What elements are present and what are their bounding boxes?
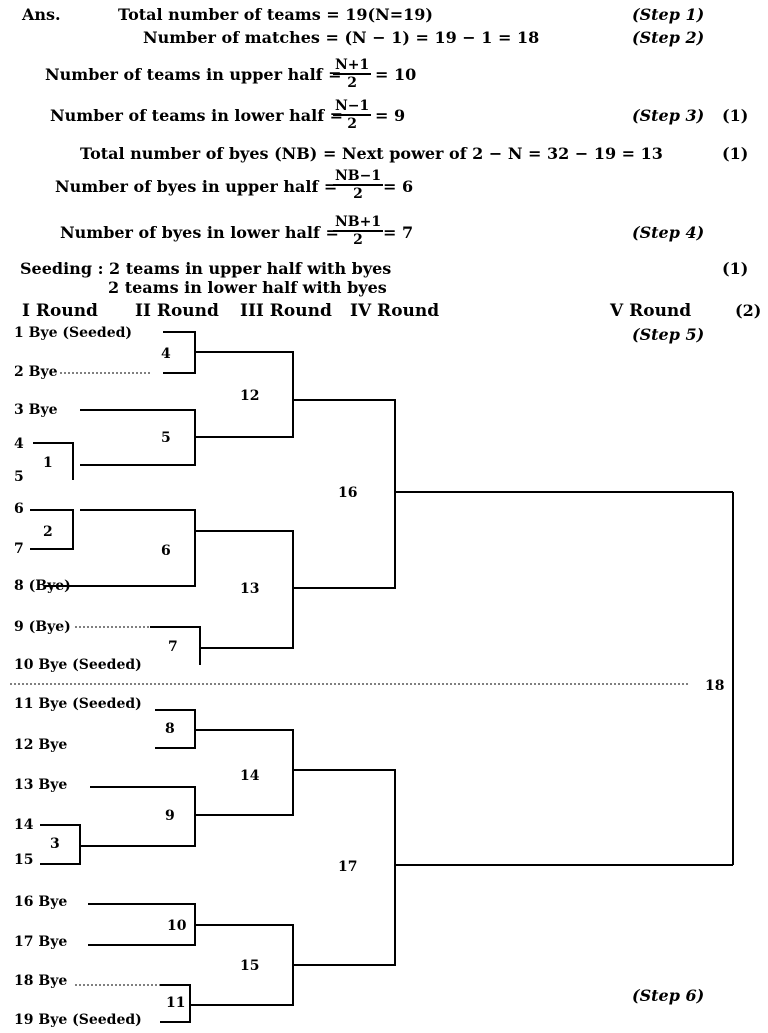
team-label: 9 (Bye) [14,619,71,635]
fraction-numerator: N−1 [333,98,372,116]
bracket-match-12 [195,351,294,438]
team-label: 12 Bye [14,737,68,753]
round-2-header: II Round [135,301,219,321]
match-number: 2 [43,524,53,540]
step-3-label: (Step 3) [632,106,705,125]
upper-teams-label: Number of teams in upper half = [45,65,342,84]
match-number: 10 [167,918,187,934]
step-6-label: (Step 6) [632,986,705,1005]
total-byes-line: Total number of byes (NB) = Next power o… [80,144,663,163]
upper-byes-label: Number of byes in upper half = [55,177,338,196]
fraction-numerator: NB−1 [333,168,384,186]
step-1-label: (Step 1) [632,5,705,24]
team-label: 14 [14,817,34,833]
fraction-denominator: 2 [347,116,358,132]
fraction-numerator: N+1 [333,57,372,75]
match-number: 9 [165,808,175,824]
bracket-match-5 [80,409,196,466]
team-label: 7 [14,541,24,557]
match-number: 8 [165,721,175,737]
match-number: 4 [161,346,171,362]
team-label: 19 Bye (Seeded) [14,1012,142,1028]
lower-byes-value: = 7 [383,223,414,242]
round-5-header: V Round [610,301,692,321]
fraction-denominator: 2 [347,75,358,91]
lower-teams-fraction: N−1 2 [333,98,372,132]
fraction-denominator: 2 [353,186,363,202]
upper-teams-value: = 10 [375,65,417,84]
team-label: 8 (Bye) [14,578,71,594]
lower-teams-value: = 9 [375,106,406,125]
round-3-header: III Round [240,301,332,321]
bracket-match-9 [80,786,196,847]
bracket-match-13 [195,530,294,649]
mark-3: (1) [722,259,749,278]
bracket-match-11 [160,984,191,1023]
team-label: 15 [14,852,34,868]
bracket-match-3 [40,824,81,865]
bracket-match-2 [30,509,74,550]
mark-1: (1) [722,106,749,125]
lower-byes-label: Number of byes in lower half = [60,223,339,242]
team-label: 16 Bye [14,894,68,910]
match-number: 1 [43,455,53,471]
step-5-label: (Step 5) [632,325,705,344]
step-4-label: (Step 4) [632,223,705,242]
team-label: 11 Bye (Seeded) [14,696,142,712]
lower-teams-label: Number of teams in lower half = [50,106,344,125]
team-label: 13 Bye [14,777,68,793]
mark-4: (2) [735,301,762,320]
upper-byes-fraction: NB−1 2 [333,168,384,202]
bracket-match-7 [150,626,201,665]
lower-byes-fraction: NB+1 2 [333,214,384,248]
match-number: 7 [168,639,178,655]
bracket-match-6 [45,509,196,587]
team-label: 3 Bye [14,402,58,418]
mark-2: (1) [722,144,749,163]
bracket-match-14 [195,729,294,816]
seeding-line-2: 2 teams in lower half with byes [108,278,387,297]
fraction-numerator: NB+1 [333,214,384,232]
round-4-header: IV Round [350,301,440,321]
match-number: 11 [166,995,186,1011]
team-label: 2 Bye [14,364,58,380]
match-number: 12 [240,388,260,404]
match-number: 15 [240,958,260,974]
team-label: 5 [14,469,24,485]
match-number: 16 [338,485,358,501]
team-label: 18 Bye [14,973,68,989]
match-number: 6 [161,543,171,559]
bracket-match-17 [293,769,396,966]
match-number: 5 [161,430,171,446]
team-label: 6 [14,501,24,517]
match-number: 3 [50,836,60,852]
seeding-line-1: Seeding : 2 teams in upper half with bye… [20,259,392,278]
match-number: 17 [338,859,358,875]
matches-line: Number of matches = (N − 1) = 19 − 1 = 1… [143,28,540,47]
team-label: 17 Bye [14,934,68,950]
bracket-match-1 [33,442,74,465]
team-label: 10 Bye (Seeded) [14,657,142,673]
step-2-label: (Step 2) [632,28,705,47]
team-label: 4 [14,436,24,452]
match-number: 13 [240,581,260,597]
answer-label: Ans. [22,5,61,24]
upper-byes-value: = 6 [383,177,414,196]
bracket-match-8 [155,709,196,749]
match-number: 14 [240,768,260,784]
match-number: 18 [705,678,725,694]
bracket-match-16 [293,399,396,589]
team-label: 1 Bye (Seeded) [14,325,133,341]
fraction-denominator: 2 [353,232,363,248]
total-teams-line: Total number of teams = 19(N=19) [118,5,433,24]
upper-teams-fraction: N+1 2 [333,57,372,91]
round-1-header: I Round [22,301,98,321]
